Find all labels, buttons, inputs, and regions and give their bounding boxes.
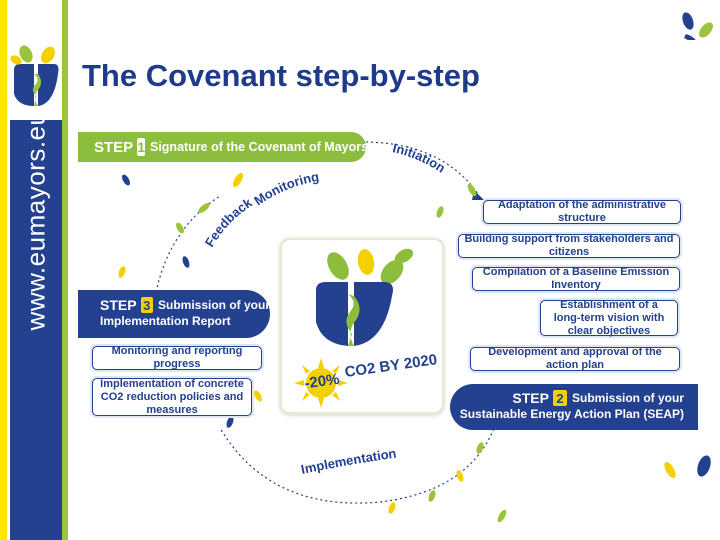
leaf-decoration-icon <box>118 172 711 523</box>
sun-icon <box>294 358 348 408</box>
step-1-banner: STEP 1 Signature of the Covenant of Mayo… <box>78 132 369 162</box>
step-2-banner: STEP 2 Submission of your Sustainable En… <box>450 384 698 430</box>
yellow-strip <box>0 0 7 540</box>
step-3-line2: Implementation Report <box>100 314 231 328</box>
phase-implementation-label: Implementation <box>300 446 398 477</box>
action-long-term-vision: Establishment of a long-term vision with… <box>540 299 678 337</box>
step-1-word: STEP <box>94 138 134 156</box>
green-strip <box>62 0 68 540</box>
action-adaptation: Adaptation of the administrative structu… <box>483 199 681 224</box>
cycle-diagram: Initiation Feedback Monitoring Implement… <box>118 140 711 523</box>
side-band <box>10 120 62 540</box>
action-building-support: Building support from stakeholders and c… <box>458 233 680 258</box>
action-monitoring-reporting: Monitoring and reporting progress <box>92 345 262 370</box>
action-plan-approval: Development and approval of the action p… <box>470 346 680 371</box>
phase-monitoring-label: Monitoring <box>251 169 320 208</box>
step-2-line2: Sustainable Energy Action Plan (SEAP) <box>459 407 684 421</box>
phase-initiation-label: Initiation <box>391 140 448 176</box>
website-url: www.eumayors.eu <box>20 110 51 330</box>
title-bar <box>0 40 720 120</box>
page-title: The Covenant step-by-step <box>82 58 480 93</box>
covenant-emblem-icon <box>316 248 414 346</box>
green-strip <box>62 40 68 120</box>
step-2-word: STEP <box>512 390 549 406</box>
step-2-line1: Submission of your <box>571 391 684 405</box>
step-2-number: 2 <box>552 390 567 406</box>
yellow-strip <box>0 40 7 120</box>
action-baseline-inventory: Compilation of a Baseline Emission Inven… <box>472 266 680 291</box>
step-1-text: Signature of the Covenant of Mayors <box>149 140 369 154</box>
action-implementation-measures: Implementation of concrete CO2 reduction… <box>92 378 252 416</box>
step-1-number: 1 <box>137 138 145 156</box>
step-3-line1: Submission of your <box>157 298 270 312</box>
step-3-banner: STEP 3 Submission of your Implementation… <box>78 290 270 338</box>
step-3-word: STEP <box>100 297 137 313</box>
step-3-number: 3 <box>140 297 153 313</box>
covenant-logo-icon <box>10 45 59 106</box>
